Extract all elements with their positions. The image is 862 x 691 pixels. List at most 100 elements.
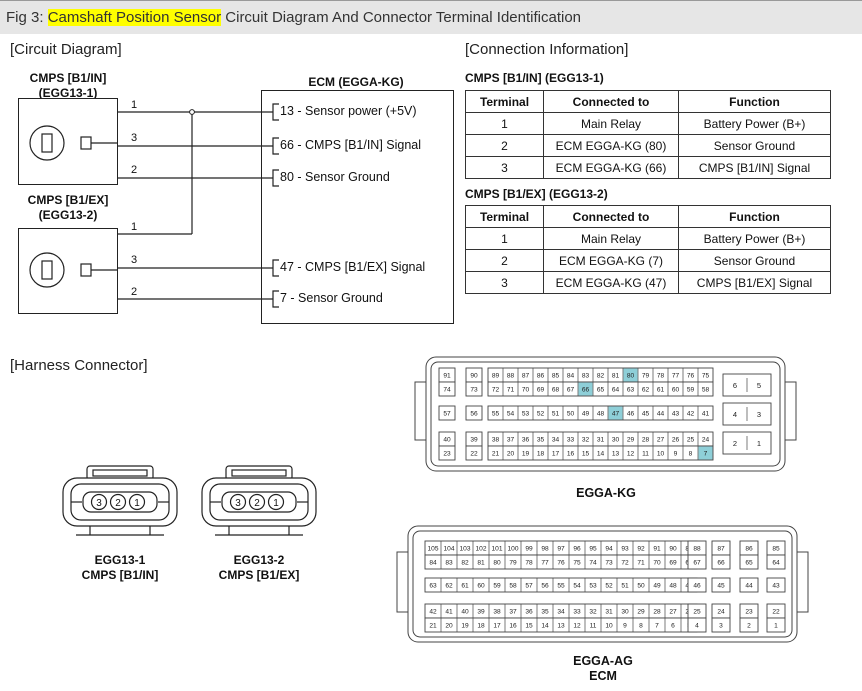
ag-pin-label: 41 — [445, 609, 453, 616]
ag-pin-label: 19 — [461, 623, 469, 630]
kg-pin-label: 36 — [522, 437, 530, 444]
connector1-pin: 2 — [115, 498, 121, 509]
ag-pin-label: 39 — [477, 609, 485, 616]
kg-pin-label: 80 — [627, 373, 635, 380]
ag-pin-label: 36 — [525, 609, 533, 616]
table-header: Connected to — [543, 90, 679, 113]
ag-pin-label: 70 — [653, 560, 661, 567]
kg-pin-label: 72 — [492, 387, 500, 394]
sensor1-label: CMPS [B1/IN](EGG13-1) — [18, 71, 118, 101]
ag-pin-label: 98 — [541, 546, 549, 553]
ag-pin-label: 58 — [509, 583, 517, 590]
kg-pin-label: 53 — [522, 411, 530, 418]
kg-pin-label: 66 — [582, 387, 590, 394]
kg-pin-label: 35 — [537, 437, 545, 444]
ag-pin-label: 7 — [655, 623, 659, 630]
kg-pin-label: 57 — [443, 411, 451, 418]
ag-pin-label: 43 — [772, 583, 780, 590]
ag-pin-label: 105 — [427, 546, 438, 553]
ag-pin-label: 82 — [461, 560, 469, 567]
ag-pin-label: 79 — [509, 560, 517, 567]
ag-pin-label: 16 — [509, 623, 517, 630]
sensor1-label-line2: (EGG13-1) — [38, 86, 98, 100]
ag-pin-label: 11 — [590, 623, 597, 630]
ag-pin-label: 17 — [493, 623, 501, 630]
ag-pin-label: 18 — [477, 623, 485, 630]
sensor2-pin-3: 3 — [131, 254, 138, 266]
ecm-box — [261, 90, 454, 324]
ag-pin-label: 86 — [745, 546, 753, 553]
egg13-2-connector — [201, 465, 317, 536]
ag-pin-label: 75 — [573, 560, 581, 567]
kg-pin-label: 76 — [687, 373, 695, 380]
ag-pin-label: 30 — [621, 609, 629, 616]
table2-title: CMPS [B1/EX] (EGG13-2) — [465, 187, 608, 201]
kg-pin-label: 77 — [672, 373, 680, 380]
ag-pin-label: 85 — [772, 546, 780, 553]
kg-pin-label: 47 — [612, 411, 620, 418]
ag-pin-label: 37 — [509, 609, 517, 616]
kg-pin-label: 64 — [612, 387, 620, 394]
kg-pin-label: 83 — [582, 373, 590, 380]
kg-pin-label: 74 — [443, 387, 451, 394]
highlighted-pin-cell — [608, 406, 623, 420]
connector2-pin: 1 — [273, 498, 279, 509]
kg-pin-label: 1 — [757, 439, 761, 448]
kg-pin-label: 25 — [687, 437, 695, 444]
ag-pin-label: 10 — [605, 623, 613, 630]
ag-pin-label: 63 — [429, 583, 437, 590]
ag-pin-label: 8 — [639, 623, 643, 630]
kg-pin-label: 79 — [642, 373, 650, 380]
kg-pin-label: 7 — [704, 451, 708, 458]
ag-pin-label: 44 — [745, 583, 753, 590]
sensor1-pin-2: 2 — [131, 164, 138, 176]
table-cell: CMPS [B1/EX] Signal — [678, 271, 831, 294]
kg-pin-label: 85 — [552, 373, 560, 380]
egga-ag-label-line1: EGGA-AG — [573, 654, 633, 668]
ag-pin-label: 104 — [443, 546, 454, 553]
ag-pin-label: 55 — [557, 583, 565, 590]
kg-pin-label: 62 — [642, 387, 650, 394]
ag-pin-label: 56 — [541, 583, 549, 590]
ag-pin-label: 69 — [669, 560, 677, 567]
kg-pin-label: 88 — [507, 373, 515, 380]
ag-pin-label: 49 — [653, 583, 661, 590]
kg-pin-label: 63 — [627, 387, 635, 394]
kg-pin-label: 31 — [597, 437, 605, 444]
sensor2-label: CMPS [B1/EX](EGG13-2) — [18, 193, 118, 223]
ecm-signal-66: 66 - CMPS [B1/IN] Signal — [280, 138, 422, 152]
kg-pin-label: 71 — [507, 387, 515, 394]
kg-pin-label: 2 — [733, 439, 737, 448]
ag-pin-label: 60 — [477, 583, 485, 590]
connector2-caption-line1: EGG13-2 — [233, 553, 285, 567]
kg-pin-label: 34 — [552, 437, 560, 444]
ag-pin-label: 91 — [653, 546, 661, 553]
ag-pin-label: 9 — [623, 623, 627, 630]
sensor2-box — [18, 228, 118, 314]
kg-pin-label: 10 — [657, 451, 665, 458]
ag-pin-label: 33 — [573, 609, 581, 616]
ag-pin-label: 25 — [693, 609, 701, 616]
ag-pin-label: 52 — [605, 583, 613, 590]
kg-pin-label: 37 — [507, 437, 515, 444]
kg-pin-label: 91 — [443, 373, 451, 380]
ag-pin-label: 42 — [429, 609, 437, 616]
kg-pin-label: 60 — [672, 387, 680, 394]
ag-pin-label: 51 — [621, 583, 629, 590]
ag-pin-label: 14 — [541, 623, 549, 630]
ag-pin-label: 50 — [637, 583, 645, 590]
ag-pin-label: 78 — [525, 560, 533, 567]
ag-pin-label: 94 — [605, 546, 613, 553]
kg-pin-label: 19 — [522, 451, 530, 458]
ag-pin-label: 29 — [637, 609, 645, 616]
figure-title-rest: Circuit Diagram And Connector Terminal I… — [221, 9, 581, 26]
